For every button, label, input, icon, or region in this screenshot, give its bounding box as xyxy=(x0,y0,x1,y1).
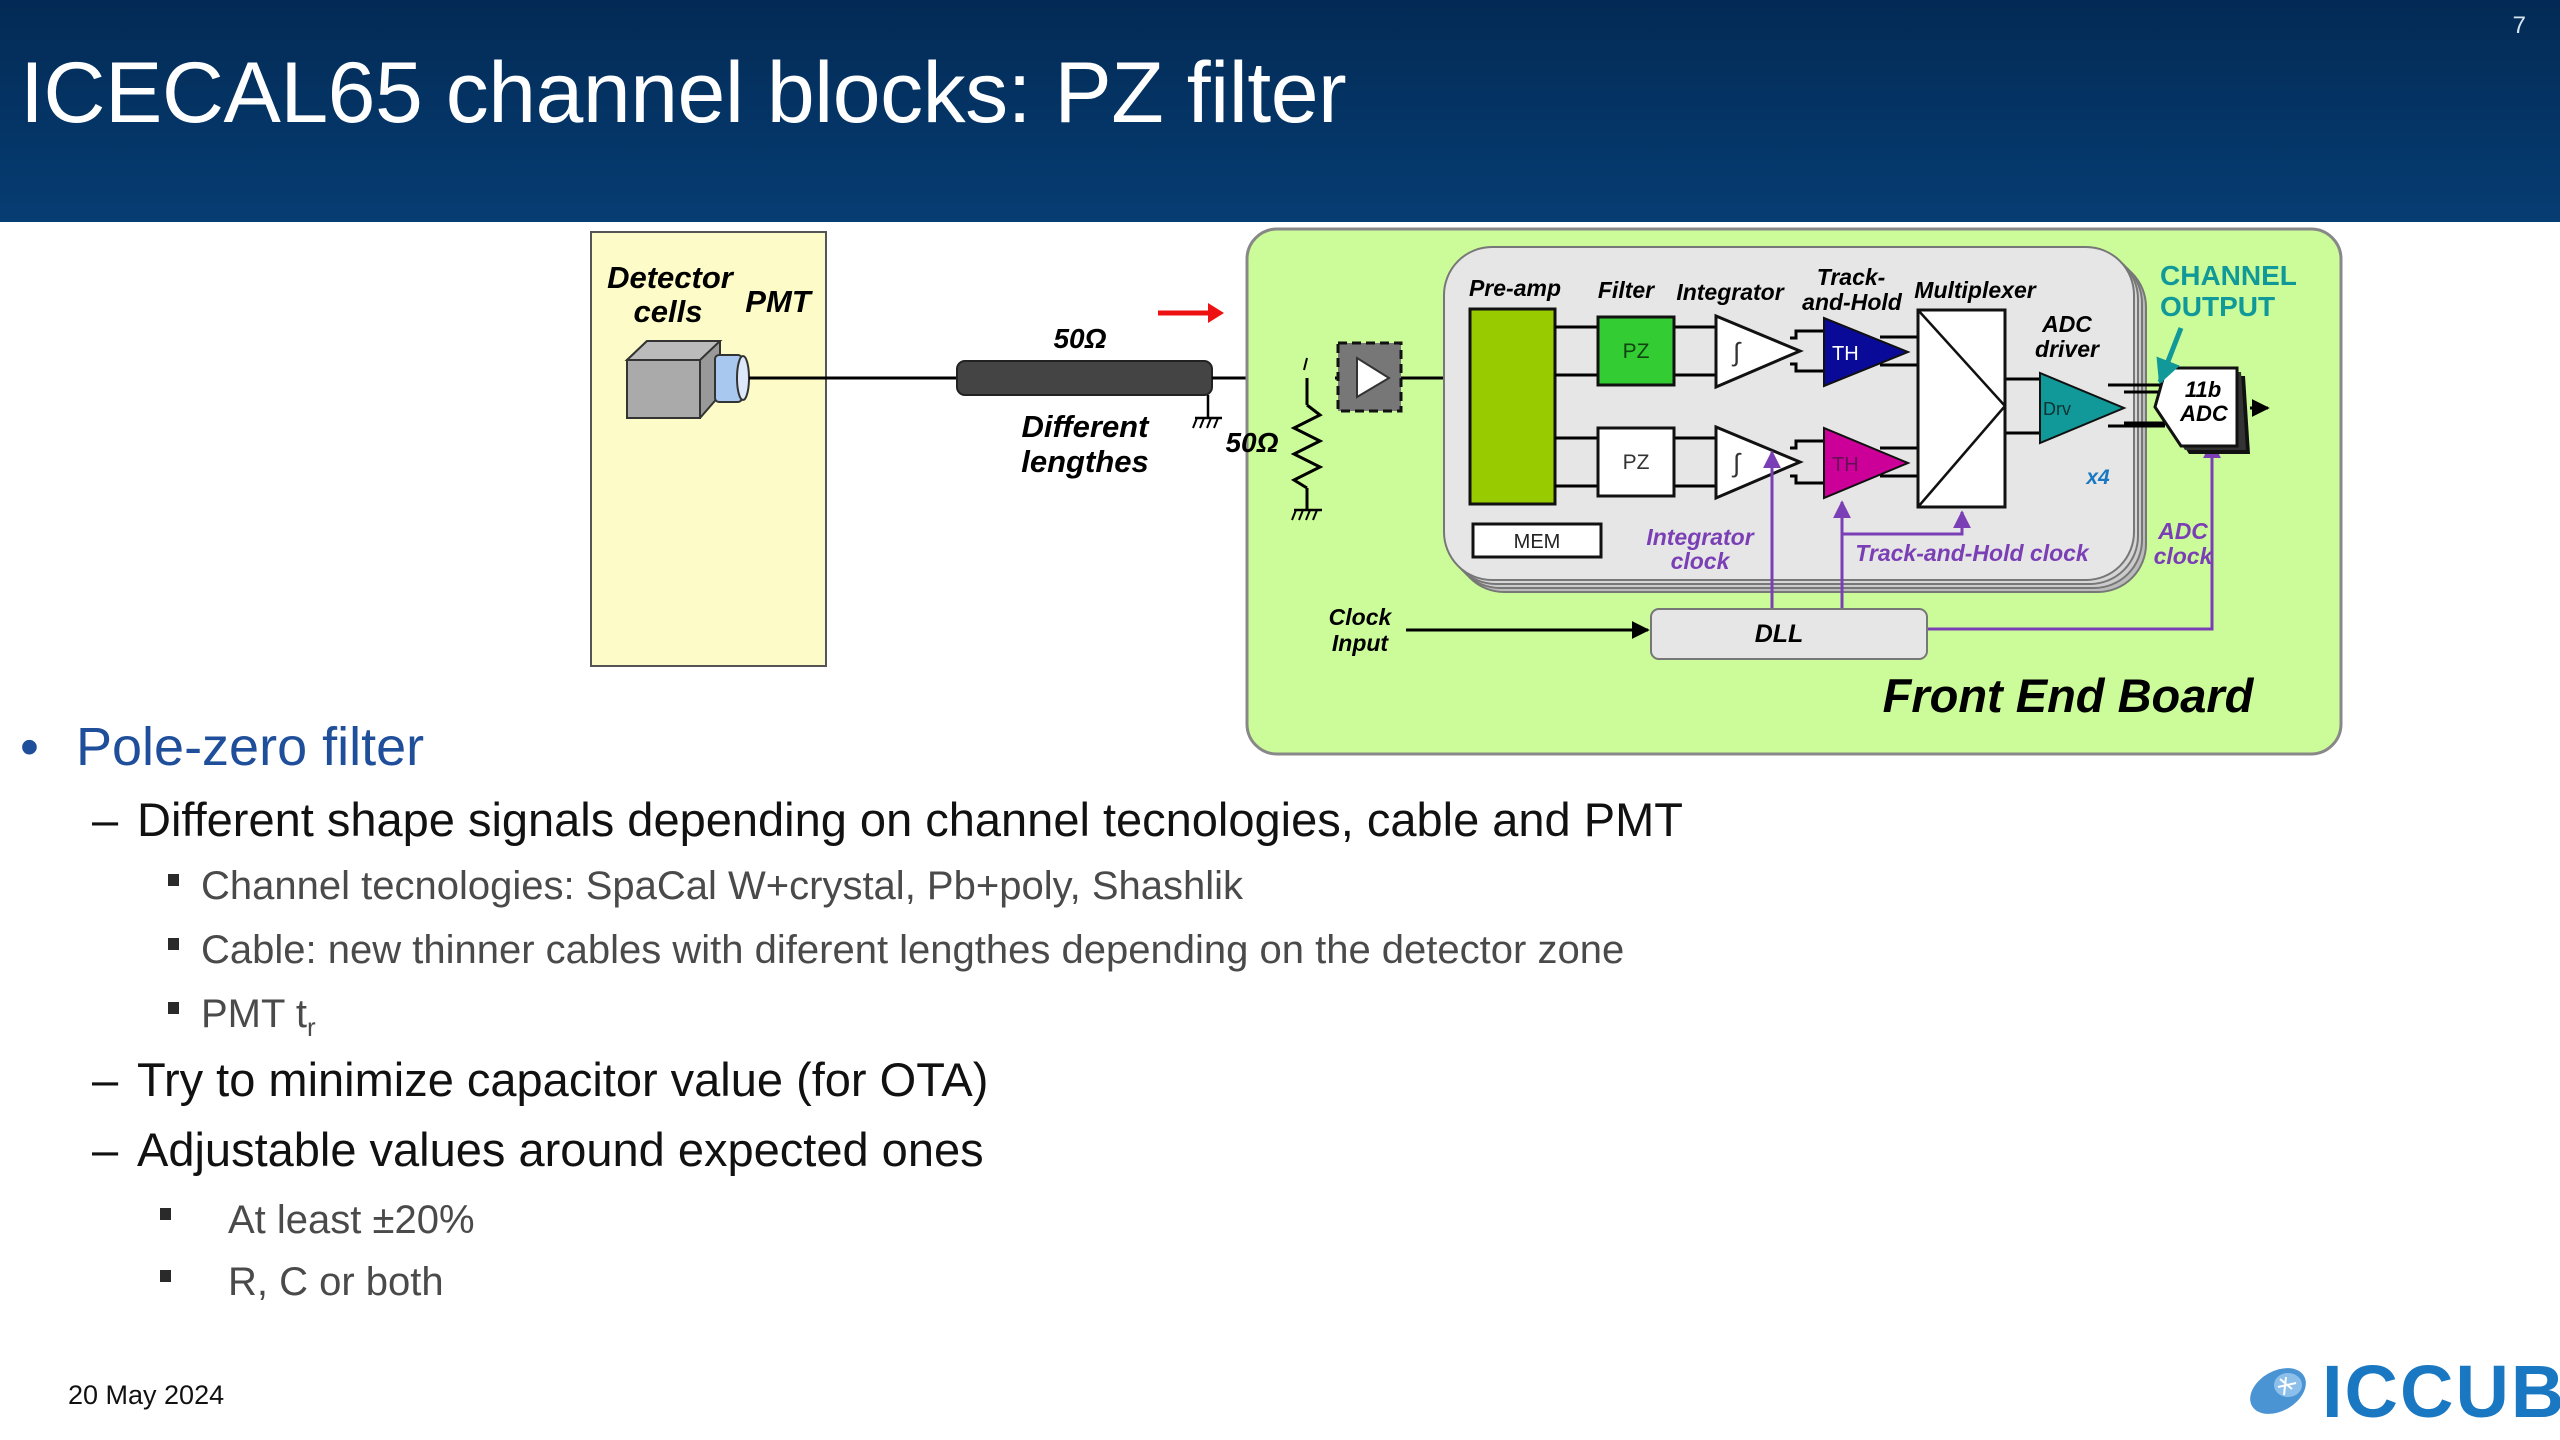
preamp-block xyxy=(1468,307,1557,506)
th-label-2: and-Hold xyxy=(1802,289,1903,315)
channel-output-label-1: CHANNEL xyxy=(2160,260,2297,291)
channel-output-label-2: OUTPUT xyxy=(2160,291,2275,322)
clock-input-label-2: Input xyxy=(1332,630,1390,656)
bullet-text: Cable: new thinner cables with diferent … xyxy=(201,928,1625,972)
bullet-text: Adjustable values around expected ones xyxy=(137,1123,984,1176)
bullet-text: Channel tecnologies: SpaCal W+crystal, P… xyxy=(201,864,1244,908)
bullet-square xyxy=(168,1002,179,1014)
bullet-text: R, C or both xyxy=(228,1260,444,1304)
integral-symbol-bottom: ∫ xyxy=(1731,448,1742,478)
bullet-dash: – xyxy=(92,1053,119,1106)
adc-clock-label-1: ADC xyxy=(2157,518,2208,544)
adc-driver-label-2: driver xyxy=(2035,336,2100,362)
ground-icon xyxy=(1192,395,1222,429)
integrator-top-icon xyxy=(1714,313,1804,390)
iccub-logo: ICCUB xyxy=(2240,1350,2560,1433)
input-buffer-icon xyxy=(1336,341,1403,413)
adc-driver-icon xyxy=(2039,371,2127,445)
integral-symbol-top: ∫ xyxy=(1731,337,1742,367)
integrator-clock-label-2: clock xyxy=(1671,548,1731,574)
board-label: Front End Board xyxy=(1883,669,2255,722)
bullet-text: PMT tr xyxy=(201,992,316,1043)
bullet-square xyxy=(160,1208,171,1220)
slide-title: ICECAL65 channel blocks: PZ filter xyxy=(20,45,1347,141)
slide-header: ICECAL65 channel blocks: PZ filter 7 xyxy=(0,0,2560,222)
integrator-bottom-icon xyxy=(1714,424,1804,501)
x4-label: x4 xyxy=(2085,466,2110,489)
logo-text: ICCUB xyxy=(2322,1350,2560,1433)
signal-direction-arrow-icon xyxy=(1158,303,1224,323)
th-clock-label: Track-and-Hold clock xyxy=(1855,540,2090,566)
bullet-square xyxy=(168,938,179,950)
detector-label-1: Detector xyxy=(607,260,735,295)
detector-label-2: cells xyxy=(634,294,703,329)
pmt-text: PMT t xyxy=(201,992,307,1036)
page-number: 7 xyxy=(2512,12,2526,39)
termination-resistor xyxy=(1290,357,1324,521)
cable-label-2: lengthes xyxy=(1021,444,1148,479)
bullet-text: At least ±20% xyxy=(228,1198,475,1242)
pz-inactive-label: PZ xyxy=(1623,451,1650,474)
th-top-label: TH xyxy=(1832,343,1859,365)
bullet-dash: – xyxy=(92,1123,119,1176)
clock-input-label-1: Clock xyxy=(1329,604,1393,630)
dll-label: DLL xyxy=(1755,620,1804,648)
adc-label-1: 11b xyxy=(2185,377,2221,402)
detector-box: Detector cells PMT xyxy=(590,231,827,667)
pz-filter-inactive xyxy=(1596,426,1676,498)
th-bottom-label: TH xyxy=(1832,454,1859,476)
preamp-label: Pre-amp xyxy=(1469,275,1561,301)
adc-driver-label-1: ADC xyxy=(2041,311,2092,337)
adc-clock-label-2: clock xyxy=(2154,543,2214,569)
adc-block: 11b ADC xyxy=(2153,366,2250,454)
mem-block xyxy=(1471,522,1603,559)
cable-impedance: 50Ω xyxy=(1053,323,1106,354)
multiplexer-block xyxy=(1916,308,2007,509)
coax-cable xyxy=(956,360,1213,396)
bullet-square xyxy=(160,1270,171,1282)
bullet-dash: – xyxy=(92,793,119,846)
pz-filter-active xyxy=(1596,315,1676,387)
th-label-1: Track- xyxy=(1817,264,1886,290)
pmt-icon xyxy=(624,340,750,419)
integrator-clock-label-1: Integrator xyxy=(1646,524,1754,550)
track-hold-bottom-icon xyxy=(1823,426,1911,500)
drv-label: Drv xyxy=(2043,399,2071,419)
pmt-subscript: r xyxy=(306,1012,316,1042)
adc-label-2: ADC xyxy=(2179,401,2229,426)
footer-date: 20 May 2024 xyxy=(68,1380,225,1410)
bullet-text: Different shape signals depending on cha… xyxy=(137,793,1683,846)
dll-block xyxy=(1650,608,1928,660)
mem-label: MEM xyxy=(1514,531,1561,553)
bullet-text: Pole-zero filter xyxy=(76,717,425,777)
pz-active-label: PZ xyxy=(1623,340,1650,363)
integrator-label: Integrator xyxy=(1676,279,1784,305)
track-hold-top-icon xyxy=(1823,316,1911,388)
pmt-label: PMT xyxy=(745,284,814,319)
mux-label: Multiplexer xyxy=(1914,277,2036,303)
bullet-dot: • xyxy=(20,717,39,777)
cable-label-1: Different xyxy=(1022,409,1151,444)
iccub-globe-icon xyxy=(2250,1368,2306,1414)
termination-value: 50Ω xyxy=(1225,427,1278,458)
bullet-square xyxy=(168,874,179,886)
filter-label: Filter xyxy=(1598,277,1655,303)
bullet-text: Try to minimize capacitor value (for OTA… xyxy=(137,1053,989,1106)
